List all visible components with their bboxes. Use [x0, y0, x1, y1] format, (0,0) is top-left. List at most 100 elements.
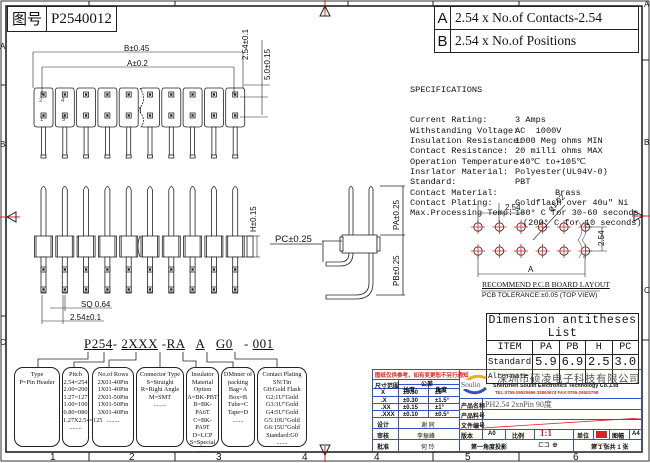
spec-label: Max.Processing Temp: — [410, 208, 514, 219]
pin-square-inner — [63, 93, 66, 96]
row-value: 5.9 — [532, 354, 560, 370]
housing-cell — [161, 87, 182, 128]
pin-upper — [211, 186, 217, 236]
red-diagonal — [482, 418, 642, 429]
pin-lower — [125, 256, 132, 294]
dim-pc-label: PC±0.25 — [275, 234, 312, 245]
front-housing-cell — [161, 235, 181, 258]
legend-line: G5:10U"Gold — [264, 416, 300, 424]
pin-upper — [61, 186, 68, 236]
pin-label: 4 — [61, 98, 65, 104]
spec-row: Insulation Resistance:1000 Meg ohms MIN — [410, 136, 642, 146]
legend-line: 1.27X2.54=125 — [63, 416, 103, 424]
header-cell: ITEM — [485, 340, 534, 355]
spec-value: 20 milli ohms MAX — [515, 146, 603, 157]
pin-square-inner — [148, 93, 152, 96]
dimension-list-row: Alternate — [485, 369, 640, 384]
spec-label: Operation Temperature: — [410, 156, 524, 167]
part-code-separator: - — [244, 336, 249, 351]
spec-label: Contact Plating: — [410, 197, 493, 208]
front-housing-cell — [98, 235, 117, 258]
legend-line: G2:1U"Gold — [265, 393, 299, 401]
pin-square-inner — [42, 114, 45, 117]
approver-label: 批准 — [377, 445, 390, 451]
spec-value: -40℃ to+105℃ — [515, 156, 586, 167]
spec-row: Contact Plating:Goldflash over 40u" Ni — [410, 198, 642, 208]
zone-row: A — [0, 42, 6, 51]
front-housing-cell — [34, 235, 53, 258]
legend-line: P=Pin Header — [19, 378, 55, 386]
spec-row: Current Rating:3 Amps — [410, 115, 642, 125]
part-code-segment: P — [84, 336, 92, 351]
pcb-layout — [471, 203, 607, 292]
specifications-heading: SPECIFICATIONS — [410, 84, 483, 95]
pin-upper — [189, 186, 196, 236]
pin-tail — [190, 126, 196, 158]
tolerance-header: 公差 — [421, 382, 434, 388]
scale-value: 1:1 — [540, 428, 552, 438]
projection-symbol-icon: ⊏⊐ ⊕ — [538, 441, 558, 449]
version-value: A0 — [488, 431, 496, 437]
formula-key: A — [434, 6, 451, 30]
dim-b-label: B±0.45 — [124, 44, 150, 53]
pin-square-inner — [212, 93, 216, 96]
dim-height-top-label: 5.0±0.15 — [263, 48, 272, 80]
spec-value: 180° C for 30-60 seconds — [515, 208, 639, 219]
pin-tip — [147, 154, 153, 159]
title-block-warning: 图纸仅供参考，如有变更恕不另行通知 — [375, 373, 469, 379]
tolerance-linear: ±0.30 — [403, 398, 418, 404]
legend-line: ....... — [232, 416, 244, 424]
top-view — [33, 87, 246, 159]
legend-line: ........ — [69, 424, 82, 432]
legend-line: B=BK-PA6T — [193, 401, 212, 416]
pcb-tolerance: PCB TOLERANCE:±0.05 (TOP VIEW) — [482, 292, 598, 299]
legend-line: 1.27=127 — [63, 393, 88, 401]
company-logo: Soulin — [461, 373, 488, 395]
pin-square-inner — [148, 114, 152, 117]
dimension-list: Dimension antitheses List ITEM PA PB H P… — [485, 313, 640, 384]
legend-title: Type — [30, 371, 44, 378]
row-value — [611, 369, 640, 384]
pin-square-inner — [106, 93, 109, 96]
pin-tail — [105, 126, 110, 158]
legend-line: Tube=C — [227, 401, 249, 409]
pin-tip — [210, 154, 217, 159]
formula-row: B 2.54 x No.of Positions — [434, 29, 639, 53]
spec-row: Operation Temperature:-40℃ to+105℃ — [410, 157, 642, 167]
logo-text: Soulin — [461, 380, 481, 389]
spec-label: Withstanding Voltage: — [410, 125, 519, 136]
part-code-segment: A — [175, 336, 185, 351]
spec-value: (200° C for 10 seconds) — [523, 218, 642, 229]
tolerance-angle: 角度 — [435, 388, 448, 394]
spec-label: Current Rating: — [410, 115, 488, 126]
part-code-segment: R — [166, 336, 176, 351]
pcb-pitch-label: 2.54 — [505, 203, 521, 212]
legend-title: Insulator Material Option — [191, 371, 214, 394]
legend-line: C=BK-PA9T — [193, 416, 212, 432]
part-code-separator: - — [161, 336, 167, 351]
dimension-list-title: Dimension antitheses List — [486, 313, 639, 341]
pin-lower — [61, 256, 68, 294]
spec-value: 1000 Meg ohms MIN — [515, 136, 603, 147]
legend-line: SN:Tin — [272, 378, 292, 386]
pin-square-inner — [84, 114, 88, 117]
tolerance-size-header: 尺寸范围 — [375, 384, 400, 390]
tolerance-size: .XXX — [381, 412, 395, 418]
legend-line: ....... — [196, 446, 209, 454]
sheet-info: 第 1 张共 1 张 — [591, 445, 629, 451]
dim-row-pitch-label: 2.54±0.1 — [241, 28, 250, 60]
spec-row: Insrlator Material:Polyester(UL94V-0) — [410, 167, 642, 177]
pin-square-inner — [42, 93, 45, 96]
zone-col: 4 — [302, 452, 308, 463]
pin-tail — [62, 126, 68, 158]
part-code-segment: 2XXX — [121, 336, 158, 351]
legend-title: Connector Type — [139, 371, 181, 378]
tolerance-linear: ±0.15 — [403, 405, 418, 411]
pin-square-inner — [63, 114, 66, 117]
legend-line: 2.54=254 — [63, 378, 88, 386]
zone-col: 5 — [465, 452, 471, 463]
legend-line: Bag=A — [228, 386, 248, 394]
